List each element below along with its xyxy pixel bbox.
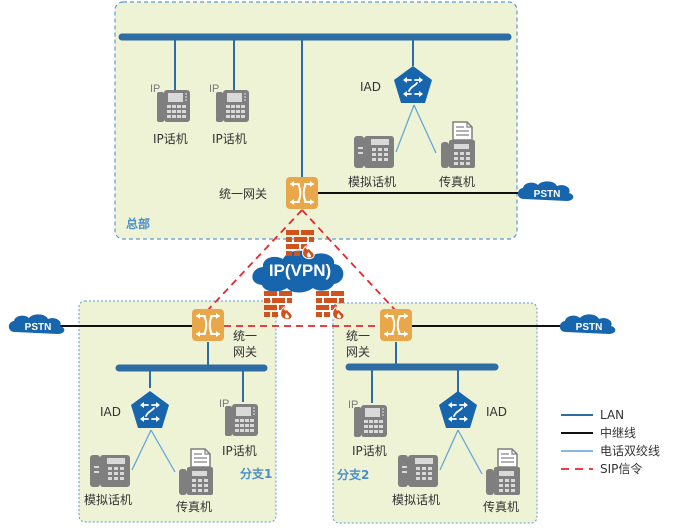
hq-twisted-analog (395, 104, 415, 153)
branch1-twisted-fax (150, 429, 176, 473)
branch2-site-label: 分支2 (337, 467, 369, 482)
hq-ip-phone-2-icon (216, 90, 249, 122)
branch2-twisted-analog (439, 429, 459, 471)
branch2-gateway-label-line2: 网关 (346, 345, 370, 359)
branch2-gateway-label-line1: 统一 (346, 329, 370, 343)
legend-label-trunk: 中继线 (600, 425, 636, 440)
branch1-gateway-label-line2: 网关 (233, 345, 257, 359)
site-branch2-area (332, 302, 538, 524)
branch1-site-label: 分支1 (240, 466, 272, 481)
hq-ip-phone-1-icon (157, 90, 190, 122)
hq-site-label: 总部 (126, 216, 150, 231)
hq-iad-label: IAD (360, 80, 381, 94)
hq-analog-phone-icon (354, 136, 394, 168)
legend-label-sip: SIP信令 (600, 461, 642, 476)
branch1-twisted-analog (131, 429, 152, 471)
sip-hq-branch2 (301, 209, 397, 312)
legend-label-twisted-pair: 电话双绞线 (600, 443, 660, 458)
hq-ip-phone-2-label: IP话机 (212, 132, 247, 146)
hq-gateway-label: 统一网关 (219, 187, 267, 201)
branch1-ip-phone-badge: IP (219, 398, 229, 410)
hq-ip-phone-1-label: IP话机 (153, 132, 188, 146)
branch1-ip-phone-label: IP话机 (222, 444, 257, 458)
ip-vpn-cloud: IP(VPN) (252, 250, 344, 293)
branch1-analog-phone-icon (90, 455, 130, 487)
branch2-iad-label: IAD (486, 405, 507, 419)
branch2-ip-phone-badge: IP (348, 399, 358, 411)
branch1-ip-phone-icon (225, 404, 258, 436)
branch2-gateway-icon (379, 308, 413, 342)
hq-twisted-fax (413, 104, 437, 154)
firewall-icon-branch1 (263, 290, 293, 321)
branch1-pstn-label: PSTN (25, 322, 52, 333)
branch1-analog-phone-label: 模拟话机 (84, 493, 132, 507)
branch2-twisted-fax (457, 429, 483, 475)
hq-analog-phone-label: 模拟话机 (348, 175, 396, 189)
site-hq-area (114, 1, 518, 240)
branch1-gateway-label-line1: 统一 (233, 329, 257, 343)
branch2-pstn-label: PSTN (576, 322, 603, 333)
legend: LAN 中继线 电话双绞线 SIP信令 (561, 408, 660, 476)
branch1-gateway-icon (191, 308, 225, 342)
branch1-fax-label: 传真机 (176, 499, 212, 514)
branch1-iad-label: IAD (100, 405, 121, 419)
hq-gateway-icon (285, 176, 319, 210)
hq-ip-phone-1-badge: IP (150, 83, 160, 95)
branch2-analog-phone-icon (398, 455, 438, 487)
hq-fax-label: 传真机 (439, 174, 475, 189)
legend-label-lan: LAN (600, 408, 624, 422)
branch2-fax-label: 传真机 (483, 499, 519, 514)
branch2-ip-phone-icon (354, 405, 387, 437)
ip-vpn-label: IP(VPN) (269, 261, 331, 280)
hq-pstn-label: PSTN (534, 189, 561, 200)
branch2-analog-phone-label: 模拟话机 (392, 493, 440, 507)
branch2-ip-phone-label: IP话机 (352, 444, 387, 458)
hq-ip-phone-2-badge: IP (209, 83, 219, 95)
